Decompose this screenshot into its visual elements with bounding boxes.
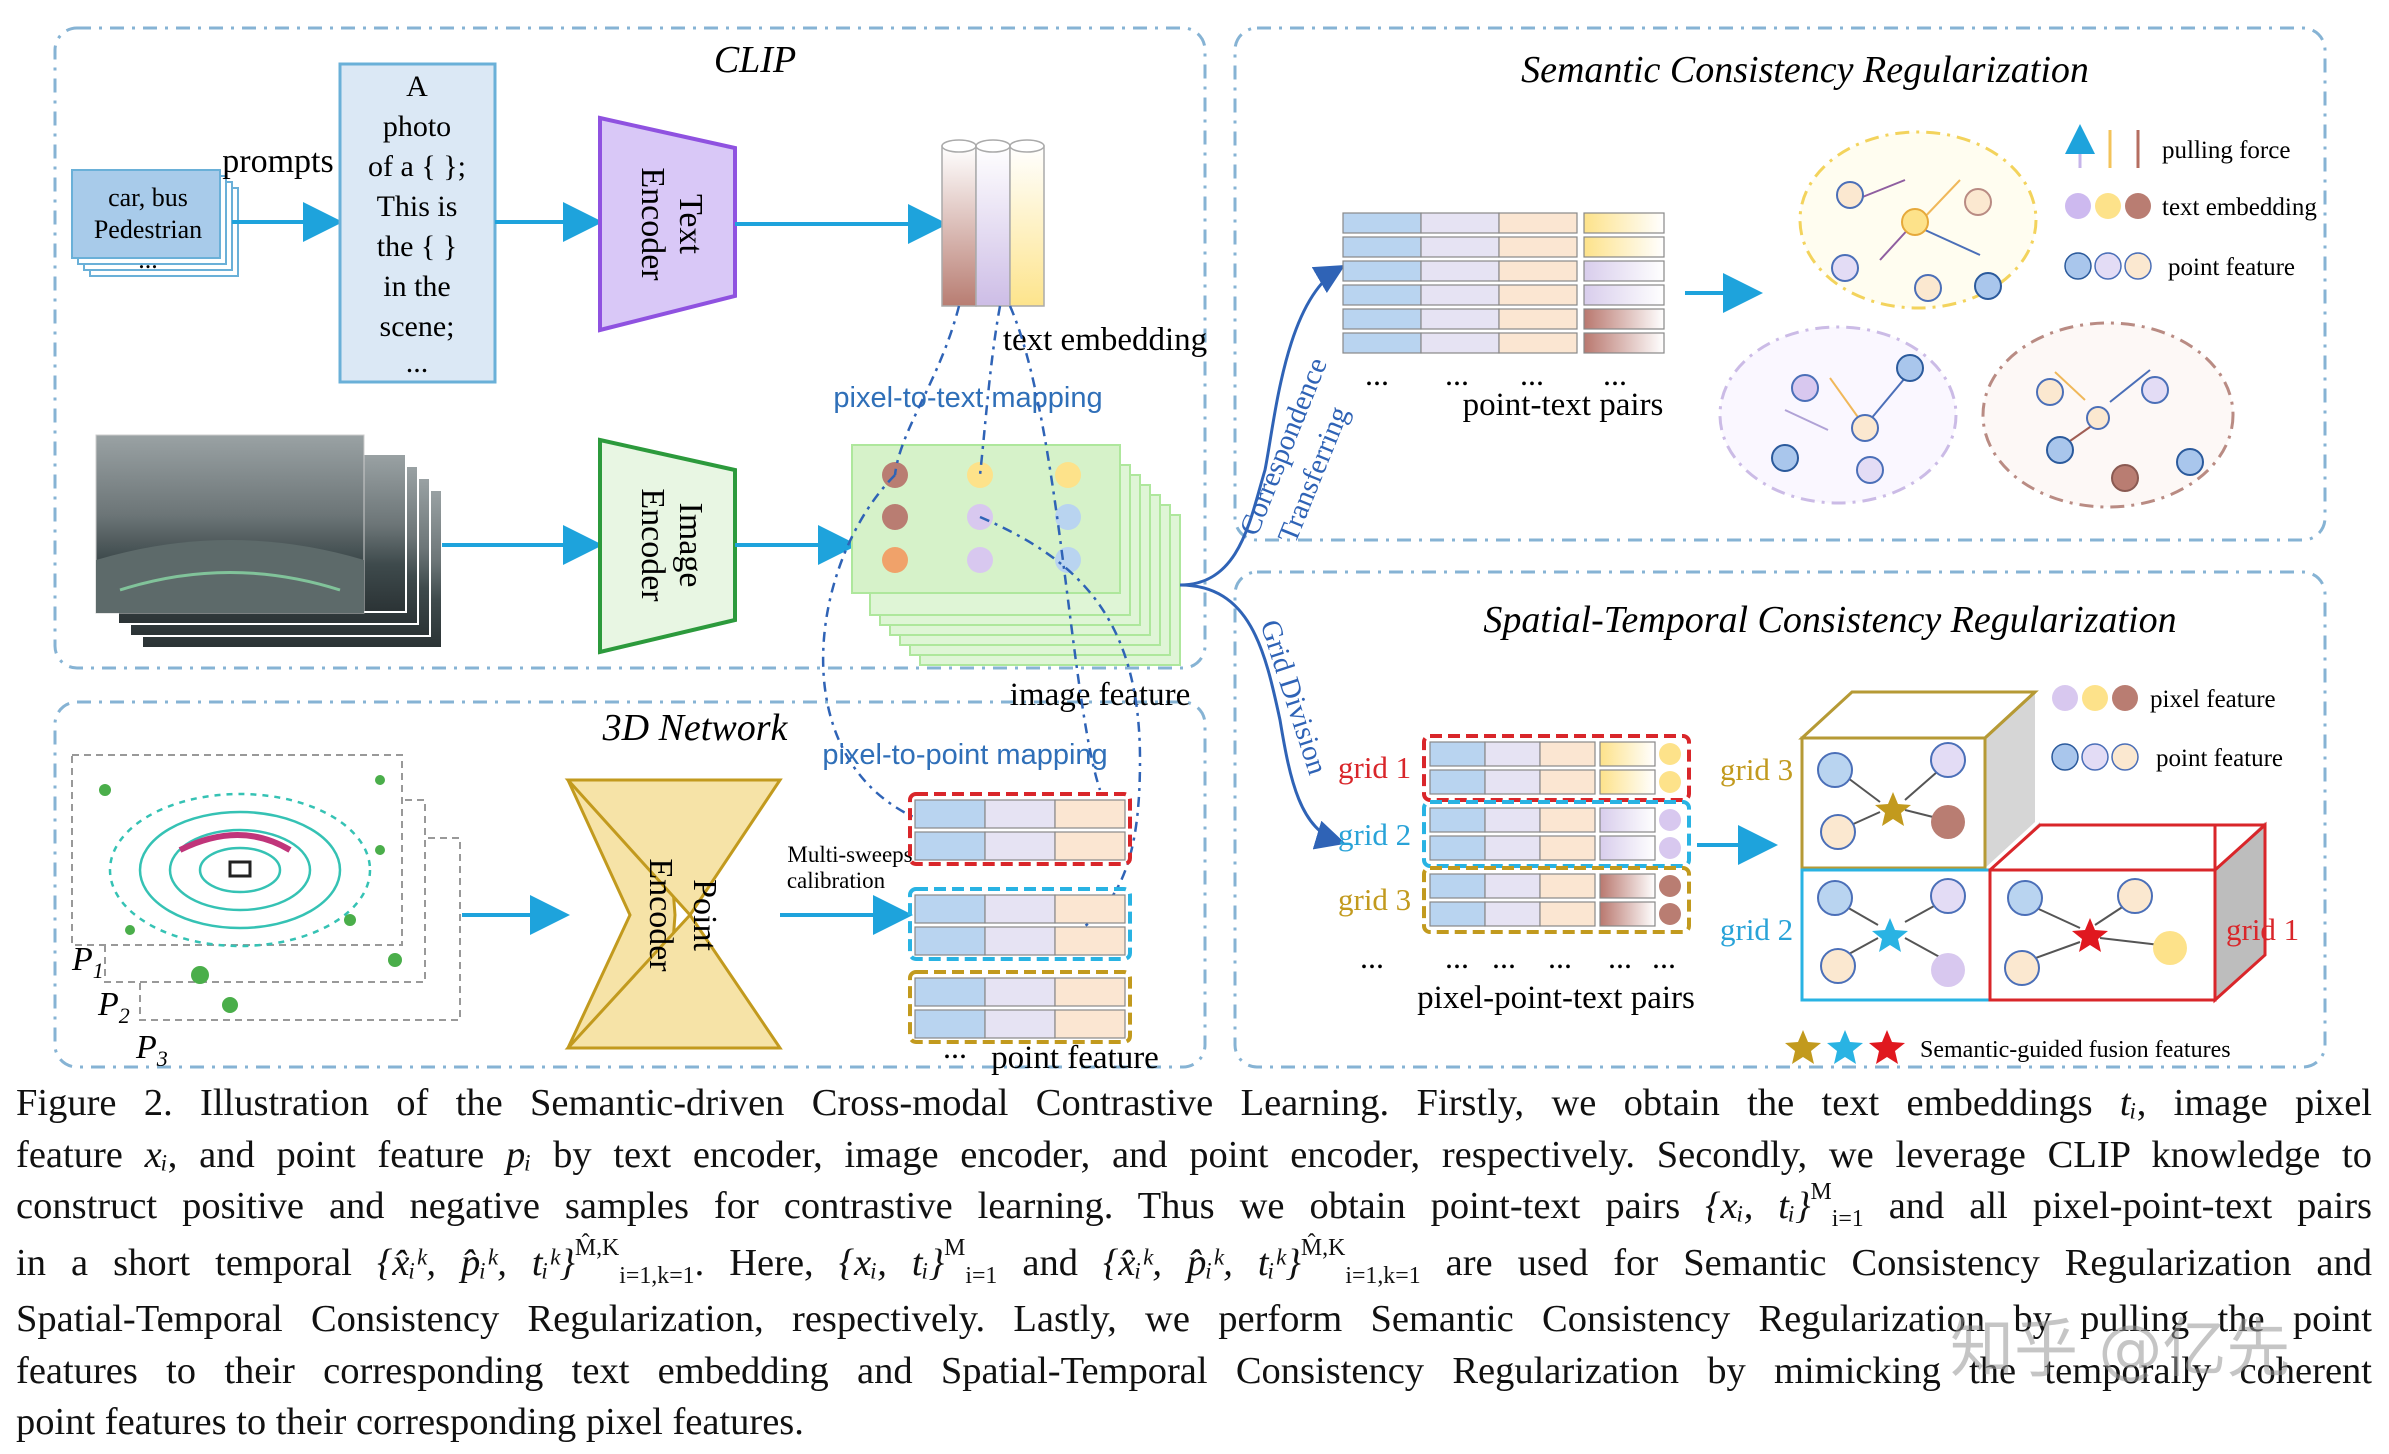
semantic-clusters <box>1718 130 2235 509</box>
pixel-point-text-pairs-label: pixel-point-text pairs <box>1417 980 1695 1016</box>
point-text-pair-rows <box>1342 212 1665 354</box>
prompts-label: prompts <box>222 143 333 180</box>
svg-text:point feature: point feature <box>2168 254 2295 281</box>
image-feature-label: image feature <box>1010 677 1190 713</box>
caption-line-4: in a short temporal {x̂ᵢᵏ, p̂ᵢᵏ, tᵢᵏ}M̂,… <box>16 1235 2372 1289</box>
lidar-frame-stack: P1 P2 P3 <box>71 754 461 1071</box>
point-encoder: Point Encoder <box>564 778 783 1050</box>
caption-line-2: feature xᵢ, and point feature pᵢ by text… <box>16 1133 2372 1176</box>
svg-text:This is: This is <box>377 190 458 223</box>
point-feature-label: point feature <box>991 1040 1159 1075</box>
pixel-point-text-rows <box>1422 734 1691 934</box>
calibration-label: calibration <box>787 868 886 893</box>
cube-label-grid3: grid 3 <box>1720 752 1793 787</box>
point-text-pairs-label: point-text pairs <box>1463 387 1664 423</box>
caption-line-6: features to their corresponding text emb… <box>16 1349 2372 1392</box>
svg-text:...: ... <box>1365 356 1389 392</box>
svg-text:Pedestrian: Pedestrian <box>94 215 202 244</box>
spatial-panel <box>1233 570 2327 1069</box>
clip-panel <box>53 26 1207 670</box>
pixel-to-point-label: pixel-to-point mapping <box>822 739 1107 771</box>
svg-text:...: ... <box>1520 356 1544 392</box>
svg-text:Text: Text <box>672 194 709 254</box>
caption-line-1: Figure 2. Illustration of the Semantic-d… <box>16 1082 2373 1124</box>
svg-text:A: A <box>406 70 428 103</box>
svg-text:...: ... <box>1652 939 1676 975</box>
svg-text:P1: P1 <box>71 941 104 983</box>
multi-sweeps-label: Multi-sweeps <box>787 842 912 867</box>
svg-text:Encoder: Encoder <box>642 858 679 972</box>
svg-text:...: ... <box>138 245 158 274</box>
pixel-point-text-dots: ... ... ... ... ... ... <box>1360 939 1676 975</box>
image-feature-stack <box>851 444 1181 666</box>
semantic-legend: pulling force text embedding point featu… <box>2064 124 2317 281</box>
prompt-class-cards: car, bus Pedestrian ... <box>71 169 239 277</box>
network-panel <box>53 700 1207 1069</box>
text-embedding-cylinders <box>941 139 1045 307</box>
camera-image-stack <box>95 434 443 649</box>
clip-title: CLIP <box>714 39 796 81</box>
text-embedding-label: text embedding <box>1003 322 1207 358</box>
network-title: 3D Network <box>602 707 789 749</box>
svg-text:pulling force: pulling force <box>2162 137 2290 164</box>
svg-text:photo: photo <box>383 110 451 143</box>
caption-line-3: construct positive and negative samples … <box>16 1178 2373 1233</box>
svg-text:P2: P2 <box>97 986 130 1028</box>
watermark: 知乎 @亿先 <box>1950 1313 2291 1387</box>
cube-label-grid2: grid 2 <box>1720 912 1793 947</box>
cube-label-grid1: grid 1 <box>2226 912 2299 947</box>
svg-text:...: ... <box>406 346 429 379</box>
svg-text:Encoder: Encoder <box>634 167 671 281</box>
svg-text:...: ... <box>1548 939 1572 975</box>
image-encoder: Image Encoder <box>598 437 737 655</box>
grid-cube-group <box>1798 690 2267 1004</box>
svg-text:Semantic-guided fusion feature: Semantic-guided fusion features <box>1920 1037 2231 1063</box>
svg-text:Point: Point <box>686 879 723 951</box>
svg-text:grid 2: grid 2 <box>1338 817 1411 852</box>
svg-text:...: ... <box>1445 939 1469 975</box>
svg-text:text embedding: text embedding <box>2162 194 2317 221</box>
grid-labels: grid 1 grid 2 grid 3 <box>1338 750 1411 917</box>
svg-text:the { }: the { } <box>377 230 457 263</box>
svg-text:Image: Image <box>672 503 709 588</box>
svg-text:pixel feature: pixel feature <box>2150 686 2276 713</box>
svg-text:...: ... <box>1445 356 1469 392</box>
svg-text:grid 3: grid 3 <box>1338 882 1411 917</box>
svg-text:point feature: point feature <box>2156 745 2283 772</box>
caption-line-7: point features to their corresponding pi… <box>16 1401 804 1443</box>
figure-diagram: CLIP 3D Network Semantic Consistency Reg… <box>53 26 2327 1075</box>
grid-division-label: Grid Division <box>1254 616 1334 779</box>
svg-text:of a { };: of a { }; <box>368 150 466 183</box>
pixel-to-text-label: pixel-to-text mapping <box>833 382 1102 414</box>
mapping-curves <box>821 305 1142 931</box>
svg-text:...: ... <box>1608 939 1632 975</box>
point-text-dots: ... ... ... ... <box>1365 356 1627 392</box>
point-feature-dots: ... <box>943 1029 967 1065</box>
svg-text:P3: P3 <box>135 1029 168 1071</box>
semantic-title: Semantic Consistency Regularization <box>1521 49 2089 91</box>
svg-text:Encoder: Encoder <box>634 488 671 602</box>
svg-text:...: ... <box>1360 939 1384 975</box>
svg-text:in the: in the <box>383 270 451 303</box>
svg-text:scene;: scene; <box>380 310 455 343</box>
spatial-title: Spatial-Temporal Consistency Regularizat… <box>1483 599 2176 641</box>
svg-text:car, bus: car, bus <box>108 183 188 212</box>
figure-caption: Figure 2. Illustration of the Semantic-d… <box>16 1078 2372 1449</box>
point-feature-rows <box>908 792 1132 1044</box>
prompt-template-box: A photo of a { }; This is the { } in the… <box>338 62 497 384</box>
caption-line-5: Spatial-Temporal Consistency Regularizat… <box>16 1298 2372 1340</box>
svg-text:...: ... <box>1492 939 1516 975</box>
text-encoder: Text Encoder <box>598 115 737 333</box>
svg-text:grid 1: grid 1 <box>1338 750 1411 785</box>
svg-text:...: ... <box>1603 356 1627 392</box>
spatial-legend: pixel feature point feature Semantic-gui… <box>1785 685 2283 1064</box>
